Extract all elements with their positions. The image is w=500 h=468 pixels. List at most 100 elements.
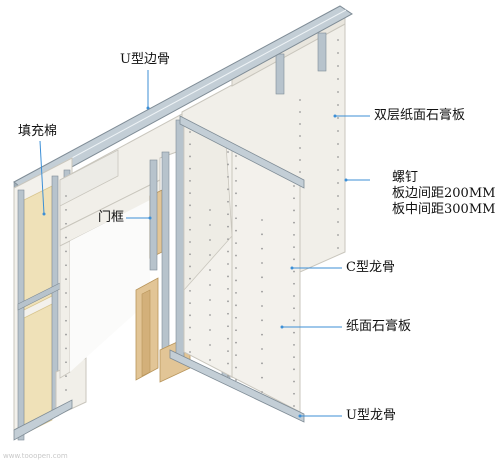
screw-dot (337, 52, 339, 54)
screw-dot (235, 229, 237, 232)
screw-dot (209, 299, 211, 301)
screw-dot (293, 380, 295, 383)
label-gypsum-board: 纸面石膏板 (346, 319, 412, 334)
screw-dot (261, 376, 263, 379)
screw-dot (235, 155, 237, 157)
screw-dot (293, 282, 295, 285)
screw-dot (337, 234, 339, 236)
screw-dot (65, 305, 67, 308)
screw-dot (65, 236, 67, 239)
screw-dot (209, 209, 211, 211)
screw-dot (235, 279, 237, 282)
screw-dot (65, 278, 67, 281)
screw-dot (209, 314, 211, 316)
bottom-u-track-left (13, 399, 73, 441)
screw-dot (337, 130, 339, 132)
screw-dot (337, 104, 339, 106)
screw-dot (189, 155, 191, 158)
screw-dot (261, 233, 263, 236)
screw-dots (65, 39, 339, 407)
screw-dot (65, 250, 67, 253)
screw-dot (65, 361, 67, 364)
screw-dot (337, 39, 339, 41)
screw-dot (65, 319, 67, 322)
screw-dot (337, 78, 339, 80)
screw-dot (261, 247, 263, 250)
screw-dot (293, 246, 295, 249)
screw-dot (235, 329, 237, 332)
screw-dot (227, 200, 229, 203)
screw-dot (235, 291, 237, 294)
screw-dot (227, 151, 229, 153)
screw-dot (235, 242, 237, 245)
screw-dot (261, 319, 263, 322)
screw-dot (261, 348, 263, 350)
screw-dot (337, 156, 339, 158)
screw-dot (189, 228, 191, 231)
screw-dot (337, 65, 339, 67)
screw-dot (189, 265, 191, 268)
screw-dot (337, 117, 339, 119)
screw-dot (189, 351, 191, 353)
screw-dot (235, 316, 237, 319)
screw-dot (235, 192, 237, 195)
screw-dot (227, 275, 229, 278)
screw-dot (189, 253, 191, 256)
screw-dot (235, 254, 237, 257)
screw-dot (209, 344, 211, 346)
screw-dot (227, 213, 229, 216)
screw-dot (299, 147, 301, 149)
screw-dot (293, 319, 295, 322)
screw-dot (227, 188, 229, 191)
screw-dot (261, 290, 263, 293)
screw-dot (235, 204, 237, 207)
screw-dot (189, 192, 191, 195)
screw-dot (261, 391, 263, 393)
screw-dot (293, 233, 295, 236)
screw-dot (189, 277, 191, 280)
screw-dot (189, 167, 191, 170)
screw-dot (293, 368, 295, 371)
screw-dot (235, 304, 237, 307)
screw-dot (227, 163, 229, 166)
screw-dot (189, 216, 191, 219)
label-double-gypsum: 双层纸面石膏板 (374, 108, 466, 123)
screw-dot (227, 287, 229, 290)
screw-dot (189, 326, 191, 329)
back-studs (275, 32, 327, 95)
screw-dot (227, 350, 229, 353)
screw-dot (65, 208, 67, 211)
screw-dot (261, 262, 263, 264)
screw-dot (227, 225, 229, 228)
screw-dot (261, 333, 263, 336)
screw-dot (227, 250, 229, 253)
leader-lines (39, 70, 370, 418)
screw-dot (293, 356, 295, 359)
screw-dot (65, 264, 67, 267)
screw-dot (299, 99, 301, 101)
screw-dot (209, 329, 211, 331)
label-u-edge-keel: U型边骨 (120, 52, 170, 67)
screw-dot (261, 305, 263, 307)
screw-dot (293, 405, 295, 407)
screw-dot (293, 392, 295, 395)
screw-dot (235, 354, 237, 357)
label-door-frame: 门框 (98, 210, 125, 225)
screw-dot (293, 209, 295, 212)
screw-dot (227, 175, 229, 178)
label-u-keel: U型龙骨 (346, 408, 396, 423)
screw-dot (293, 258, 295, 261)
screw-dot (293, 197, 295, 200)
screw-dot (337, 221, 339, 223)
screw-dot (293, 270, 295, 273)
screw-dot (189, 143, 191, 146)
screw-dot (293, 185, 295, 187)
screw-dot (209, 359, 211, 361)
screw-dot (189, 204, 191, 207)
label-filler-cotton: 填充棉 (18, 124, 58, 139)
screw-dot (235, 341, 237, 344)
screw-dot (227, 375, 229, 377)
screw-dot (299, 123, 301, 125)
label-c-keel: C型龙骨 (346, 260, 395, 275)
